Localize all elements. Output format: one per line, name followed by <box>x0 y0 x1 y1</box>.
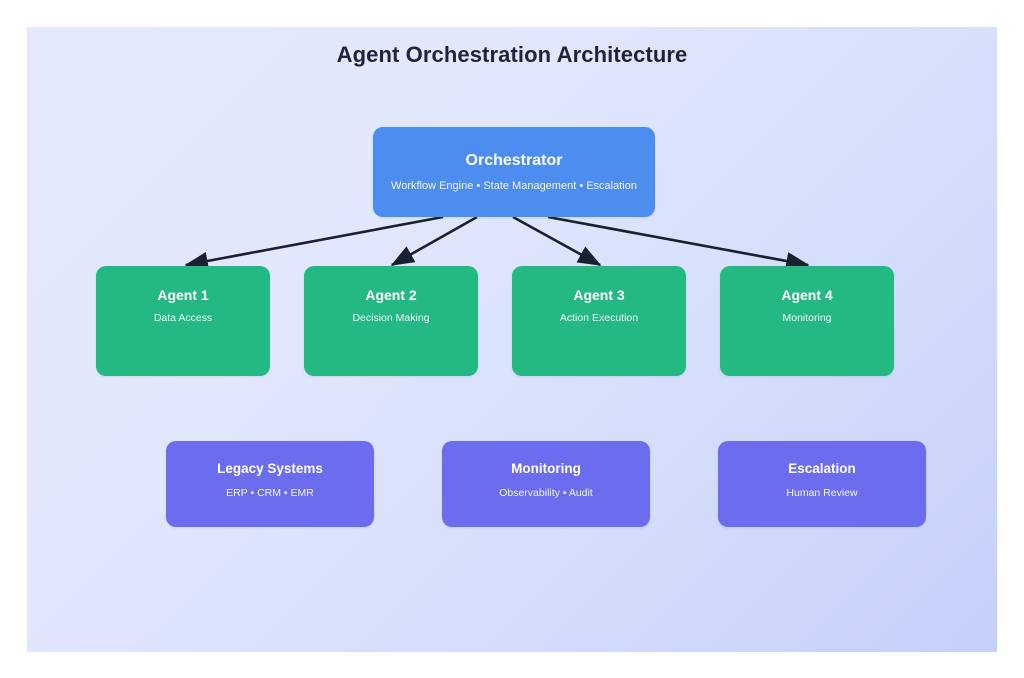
node-agent-3-subtitle: Action Execution <box>559 312 639 325</box>
node-agent-2-title: Agent 2 <box>365 287 417 303</box>
node-monitoring-title: Monitoring <box>511 461 581 476</box>
node-legacy-systems-title: Legacy Systems <box>217 461 323 476</box>
connector-orchestrator-to-agent-3 <box>512 215 602 267</box>
node-agent-3-title: Agent 3 <box>573 287 625 303</box>
node-agent-4-title: Agent 4 <box>781 287 833 303</box>
node-agent-1-subtitle: Data Access <box>153 312 213 325</box>
connector-orchestrator-to-agent-1 <box>184 215 444 270</box>
node-escalation-title: Escalation <box>788 461 856 476</box>
node-legacy-systems[interactable]: Legacy Systems ERP • CRM • EMR <box>166 441 374 527</box>
node-orchestrator[interactable]: Orchestrator Workflow Engine • State Man… <box>373 127 655 217</box>
node-agent-4-subtitle: Monitoring <box>782 312 832 325</box>
node-monitoring[interactable]: Monitoring Observability • Audit <box>442 441 650 527</box>
node-agent-4[interactable]: Agent 4 Monitoring <box>720 266 894 376</box>
node-agent-2[interactable]: Agent 2 Decision Making <box>304 266 478 376</box>
node-agent-1-title: Agent 1 <box>157 287 209 303</box>
node-legacy-systems-subtitle: ERP • CRM • EMR <box>226 486 314 499</box>
connector-orchestrator-to-agent-2 <box>390 215 478 267</box>
node-orchestrator-subtitle: Workflow Engine • State Management • Esc… <box>391 179 637 192</box>
node-escalation-subtitle: Human Review <box>786 486 858 499</box>
node-agent-1[interactable]: Agent 1 Data Access <box>96 266 270 376</box>
diagram-canvas: Agent Orchestration Architecture Orchest… <box>27 27 997 652</box>
node-agent-2-subtitle: Decision Making <box>352 312 430 325</box>
node-agent-3[interactable]: Agent 3 Action Execution <box>512 266 686 376</box>
page-title: Agent Orchestration Architecture <box>336 42 688 67</box>
node-escalation[interactable]: Escalation Human Review <box>718 441 926 527</box>
node-orchestrator-title: Orchestrator <box>465 152 563 169</box>
node-monitoring-subtitle: Observability • Audit <box>499 486 593 499</box>
connector-orchestrator-to-agent-4 <box>547 215 810 270</box>
